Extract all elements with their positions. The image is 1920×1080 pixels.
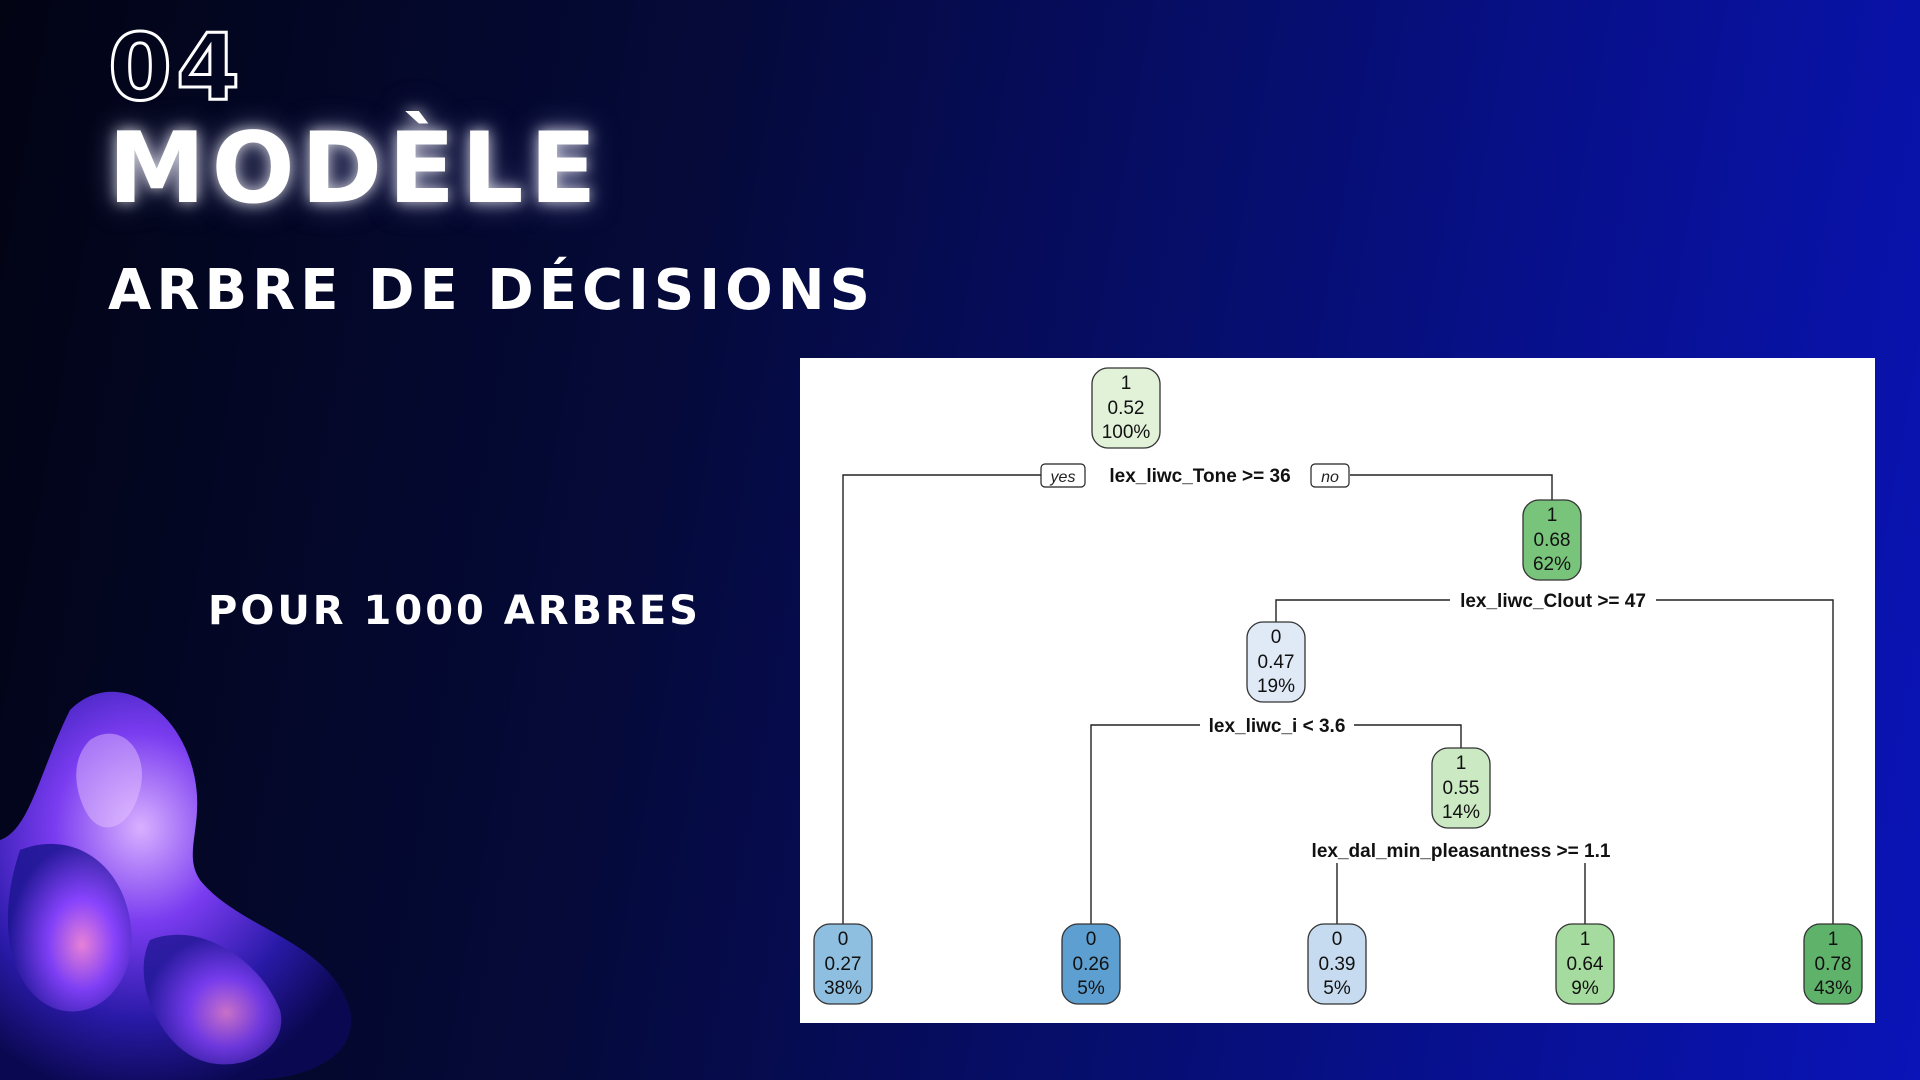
- tree-edges: [842, 474, 1834, 924]
- tree-node-leaf1: 0 0.27 38%: [813, 923, 873, 1005]
- decorative-blob-image: [0, 691, 352, 1080]
- tree-node-n3: 0 0.47 19%: [1246, 621, 1306, 703]
- tree-node-box: [1307, 923, 1367, 1005]
- tree-node-box: [1522, 499, 1582, 581]
- tree-node-class: 0: [1271, 627, 1282, 648]
- tree-node-class: 1: [1121, 373, 1132, 394]
- tree-node-pct: 19%: [1257, 676, 1295, 697]
- tree-node-prob: 0.47: [1258, 652, 1295, 673]
- split-label-pleasantness: lex_dal_min_pleasantness >= 1.1: [1312, 841, 1611, 862]
- slide-number: 04: [106, 13, 245, 123]
- tree-node-leaf5: 1 0.78 43%: [1803, 923, 1863, 1005]
- tree-node-box: [1555, 923, 1615, 1005]
- tree-node-prob: 0.55: [1443, 778, 1480, 799]
- yes-tag: yes: [1050, 469, 1076, 486]
- tree-node-class: 0: [1086, 929, 1097, 950]
- split-label-bg: [1200, 712, 1354, 738]
- tree-node-pct: 14%: [1442, 802, 1480, 823]
- tree-node-class: 0: [1332, 929, 1343, 950]
- tree-node-leaf4: 1 0.64 9%: [1555, 923, 1615, 1005]
- split-label-tone: lex_liwc_Tone >= 36: [1109, 466, 1290, 487]
- tree-node-class: 1: [1456, 753, 1467, 774]
- trees-count-note: POUR 1000 ARBRES: [208, 588, 701, 634]
- tree-node-box: [813, 923, 873, 1005]
- split-label-clout: lex_liwc_Clout >= 47: [1460, 591, 1646, 612]
- tree-node-prob: 0.26: [1073, 954, 1110, 975]
- yes-tag-box: [1040, 463, 1086, 488]
- edge-n2-right: [1656, 599, 1834, 924]
- tree-node-pct: 9%: [1571, 978, 1599, 999]
- tree-node-prob: 0.39: [1319, 954, 1356, 975]
- edge-root-left: [842, 474, 1048, 924]
- edge-root-right: [1350, 474, 1553, 500]
- edge-n2-left: [1275, 599, 1450, 622]
- tree-node-class: 1: [1580, 929, 1591, 950]
- tree-node-n4: 1 0.55 14%: [1431, 747, 1491, 829]
- slide-title: MODÈLE: [108, 112, 603, 226]
- tree-node-n2: 1 0.68 62%: [1522, 499, 1582, 581]
- tree-node-leaf3: 0 0.39 5%: [1307, 923, 1367, 1005]
- tree-node-pct: 5%: [1077, 978, 1105, 999]
- edge-n3-right: [1354, 724, 1462, 748]
- tree-node-pct: 43%: [1814, 978, 1852, 999]
- split-label-bg: [1450, 587, 1656, 613]
- no-tag-box: [1310, 463, 1350, 488]
- tree-node-box: [1091, 367, 1161, 449]
- tree-node-leaf2: 0 0.26 5%: [1061, 923, 1121, 1005]
- tree-node-class: 1: [1828, 929, 1839, 950]
- tree-node-pct: 100%: [1102, 422, 1151, 443]
- tree-node-prob: 0.52: [1108, 398, 1145, 419]
- decision-tree-panel: yes no lex_liwc_Tone >= 36 lex_liwc_Clou…: [800, 358, 1875, 1023]
- no-tag: no: [1321, 469, 1339, 486]
- decision-tree-diagram: yes no lex_liwc_Tone >= 36 lex_liwc_Clou…: [813, 367, 1863, 1005]
- tree-node-prob: 0.78: [1815, 954, 1852, 975]
- tree-node-root: 1 0.52 100%: [1091, 367, 1161, 449]
- tree-node-prob: 0.27: [825, 954, 862, 975]
- tree-node-pct: 38%: [824, 978, 862, 999]
- edge-n3-left: [1090, 724, 1200, 924]
- tree-node-pct: 62%: [1533, 554, 1571, 575]
- tree-node-box: [1246, 621, 1306, 703]
- slide-subtitle: ARBRE DE DÉCISIONS: [108, 258, 875, 323]
- tree-node-box: [1061, 923, 1121, 1005]
- tree-node-box: [1431, 747, 1491, 829]
- split-label-bg: [1092, 462, 1307, 488]
- tree-node-class: 1: [1547, 505, 1558, 526]
- tree-nodes: 10.52100%10.6862%00.4719%10.5514%00.2738…: [813, 367, 1863, 1005]
- tree-node-box: [1803, 923, 1863, 1005]
- tree-node-prob: 0.64: [1567, 954, 1604, 975]
- split-label-i: lex_liwc_i < 3.6: [1209, 716, 1346, 737]
- tree-node-prob: 0.68: [1534, 530, 1571, 551]
- tree-node-pct: 5%: [1323, 978, 1351, 999]
- tree-node-class: 0: [838, 929, 849, 950]
